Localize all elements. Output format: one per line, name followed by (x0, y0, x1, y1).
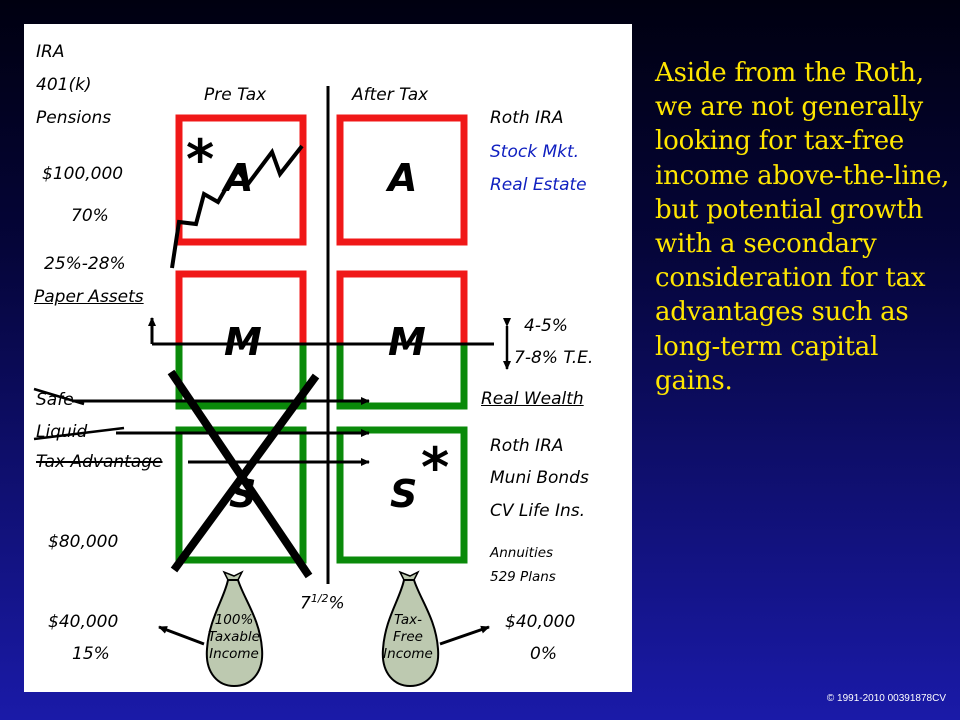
cross-line-2 (170, 373, 320, 573)
label-seven: 7 (300, 593, 311, 614)
label-rate-low: 4-5% (524, 316, 568, 336)
bag-left-line-1: 100% (214, 612, 254, 628)
box-top-right (336, 114, 468, 246)
label-seven-half-percent: 71/2% (300, 592, 345, 614)
box-mid-left-green (175, 344, 307, 410)
label-amount-mid: $80,000 (48, 532, 119, 552)
label-pct-range: 25%-28% (44, 254, 126, 274)
bag-left-line-2: Taxable (208, 629, 260, 645)
left-bag-arrow (158, 625, 205, 646)
label-rate-te: 7-8% T.E. (514, 348, 594, 368)
liquid-strike (33, 426, 125, 441)
header-pre-tax: Pre Tax (204, 85, 267, 105)
letter-top-right: A (388, 156, 418, 200)
box-mid-left-red (175, 270, 307, 344)
label-ira: IRA (36, 42, 65, 62)
bag-right-line-2: Free (393, 629, 423, 645)
diagram-panel: IRA 401(k) Pensions $100,000 70% 25%-28%… (24, 24, 632, 692)
safe-strike (33, 387, 85, 406)
growth-zigzag-icon (170, 144, 304, 269)
label-safe: Safe (36, 390, 74, 410)
label-pensions: Pensions (36, 108, 112, 128)
label-roth-ira-top: Roth IRA (490, 108, 564, 128)
bag-left-label: 100% Taxable Income (208, 612, 260, 663)
box-mid-right-red (336, 270, 468, 344)
side-commentary: Aside from the Roth, we are not generall… (655, 58, 950, 396)
letter-top-left: A (224, 156, 254, 200)
letter-mid-right: M (388, 320, 426, 364)
letter-bottom-left: S (229, 472, 257, 516)
label-stock-mkt: Stock Mkt. (490, 142, 580, 162)
label-annuities: Annuities (490, 545, 554, 561)
label-amount-bottom: $40,000 (48, 612, 119, 632)
money-bag-left-icon (205, 570, 264, 688)
label-amount-right: $40,000 (505, 612, 576, 632)
label-401k: 401(k) (36, 75, 92, 95)
label-liquid: Liquid (36, 422, 88, 442)
label-pct-top: 70% (71, 206, 109, 226)
box-mid-right-green (336, 344, 468, 410)
bag-right-line-1: Tax- (394, 612, 422, 628)
asterisk-bottom-icon: * (421, 436, 450, 499)
label-real-wealth: Real Wealth (481, 389, 584, 409)
box-bottom-right (336, 426, 468, 564)
bag-right-label: Tax- Free Income (376, 612, 440, 663)
letter-mid-left: M (224, 320, 262, 364)
asterisk-top-icon: * (186, 128, 215, 191)
label-tax-advantage: Tax Advantage (36, 452, 163, 472)
label-pct-right: 0% (530, 644, 557, 664)
diagram-graphics (33, 86, 511, 688)
label-paper-assets: Paper Assets (34, 287, 144, 307)
money-bag-right-icon (381, 570, 440, 688)
bag-left-line-3: Income (209, 646, 259, 662)
label-roth-ira-bottom: Roth IRA (490, 436, 564, 456)
header-after-tax: After Tax (352, 85, 429, 105)
box-top-left (175, 114, 307, 246)
label-half: 1/2 (310, 592, 329, 605)
label-real-estate: Real Estate (490, 175, 587, 195)
right-bag-arrow (439, 625, 490, 646)
letter-bottom-right: S (390, 472, 418, 516)
label-cv-life: CV Life Ins. (490, 501, 585, 521)
box-bottom-left (175, 426, 307, 564)
label-529-plans: 529 Plans (490, 569, 556, 585)
label-percent: % (328, 593, 345, 614)
copyright-notice: © 1991-2010 00391878CV (826, 693, 946, 704)
bag-right-line-3: Income (383, 646, 433, 662)
label-muni-bonds: Muni Bonds (490, 468, 589, 488)
label-amount-top: $100,000 (42, 164, 124, 184)
label-pct-bottom: 15% (72, 644, 110, 664)
